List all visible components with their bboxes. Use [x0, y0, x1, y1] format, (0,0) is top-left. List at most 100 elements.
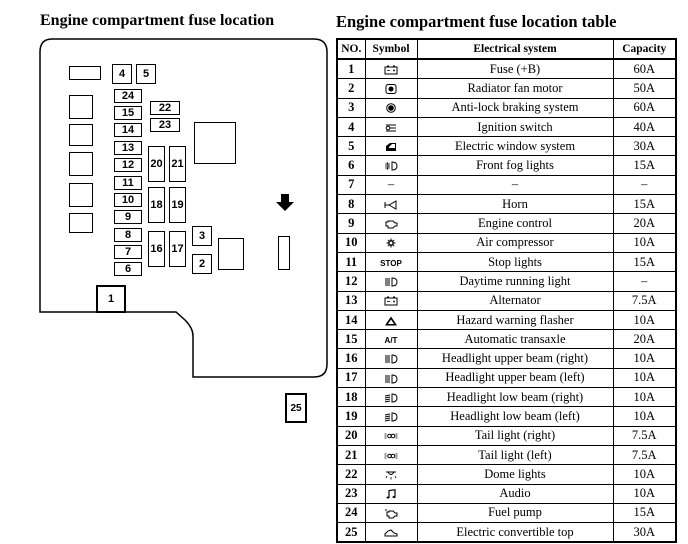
fog-light-icon [384, 158, 398, 172]
abs-icon [384, 100, 398, 114]
fuse-17: 17 [169, 231, 186, 267]
battery-icon [384, 62, 398, 76]
fuse-14: 14 [114, 123, 142, 137]
capacity: 10A [612, 232, 677, 253]
capacity: 10A [612, 406, 677, 427]
capacity: 10A [612, 464, 677, 485]
fuse-25: 25 [285, 393, 307, 423]
capacity: 30A [612, 136, 677, 157]
capacity: 7.5A [612, 425, 677, 446]
headlight-icon [364, 271, 418, 292]
headlight-low-icon [364, 387, 418, 408]
ignition-key-icon [364, 116, 418, 138]
fuse-number: 6 [336, 155, 366, 176]
tail-light-icon [364, 444, 418, 466]
hazard-icon [364, 309, 418, 331]
fuse-number: 23 [336, 483, 366, 504]
fuse-number: 12 [336, 271, 366, 292]
fuse-1: 1 [96, 285, 126, 313]
capacity: 15A [612, 155, 677, 176]
fuse-11: 11 [114, 176, 142, 190]
capacity: 15A [612, 194, 677, 215]
empty-slot [69, 152, 93, 176]
capacity: – [612, 271, 677, 292]
electrical-system: Headlight low beam (right) [416, 387, 614, 408]
fuse-number: 16 [336, 348, 366, 369]
fuse-number: 3 [336, 97, 366, 118]
fuse-number: 2 [336, 78, 366, 99]
header-symbol: Symbol [364, 38, 418, 60]
electrical-system: Anti-lock braking system [416, 97, 614, 118]
table-row: 19 Headlight low beam (left)10A [336, 406, 677, 427]
capacity: 10A [612, 309, 677, 331]
dome-light-icon [384, 467, 398, 481]
fuse-9: 9 [114, 210, 142, 224]
fuse-6: 6 [114, 262, 142, 276]
horn-icon [364, 194, 418, 215]
fuse-number: 14 [336, 309, 366, 331]
radiator-fan-icon [364, 78, 418, 99]
electrical-system: Horn [416, 194, 614, 215]
headlight-low-icon [384, 409, 398, 423]
electrical-system: Dome lights [416, 464, 614, 485]
capacity: 7.5A [612, 444, 677, 466]
electrical-system: Engine control [416, 213, 614, 234]
headlight-icon [364, 367, 418, 389]
fuse-number: 19 [336, 406, 366, 427]
fuse-8: 8 [114, 228, 142, 242]
symbol-dash: – [364, 174, 418, 196]
fuse-box-diagram: 4 5 24 15 14 22 23 13 12 20 21 11 10 9 1… [38, 38, 328, 378]
fuse-21: 21 [169, 146, 186, 182]
capacity: 60A [612, 97, 677, 118]
stop-text: STOP [364, 251, 418, 273]
power-window-icon [364, 136, 418, 157]
electrical-system: Fuel pump [416, 502, 614, 524]
electrical-system: Ignition switch [416, 116, 614, 138]
battery-icon [364, 58, 418, 80]
tail-light-icon [364, 425, 418, 446]
headlight-icon [384, 274, 398, 288]
electrical-system: Headlight low beam (left) [416, 406, 614, 427]
fuse-number: 10 [336, 232, 366, 253]
fuse-number: 15 [336, 329, 366, 350]
capacity: 15A [612, 251, 677, 273]
compressor-icon [364, 232, 418, 253]
headlight-low-icon [384, 390, 398, 404]
power-window-icon [384, 139, 398, 153]
electrical-system: Front fog lights [416, 155, 614, 176]
fuse-number: 13 [336, 290, 366, 311]
electrical-system: Headlight upper beam (right) [416, 348, 614, 369]
fuse-number: 11 [336, 251, 366, 273]
fuse-number: 1 [336, 58, 366, 80]
capacity: 10A [612, 348, 677, 369]
fuse-2: 2 [192, 254, 212, 274]
fuse-19: 19 [169, 187, 186, 223]
fuse-number: 21 [336, 444, 366, 466]
fuse-18: 18 [148, 187, 165, 223]
fuse-number: 20 [336, 425, 366, 446]
fuel-pump-icon [364, 502, 418, 524]
electrical-system: Electric convertible top [416, 522, 614, 543]
headlight-low-icon [364, 406, 418, 427]
capacity: 20A [612, 329, 677, 350]
compressor-icon [384, 235, 398, 249]
capacity: 10A [612, 367, 677, 389]
fuse-16: 16 [148, 231, 165, 267]
fuse-number: 24 [336, 502, 366, 524]
fog-light-icon [364, 155, 418, 176]
fuse-13: 13 [114, 141, 142, 155]
capacity: 10A [612, 387, 677, 408]
electrical-system: Automatic transaxle [416, 329, 614, 350]
